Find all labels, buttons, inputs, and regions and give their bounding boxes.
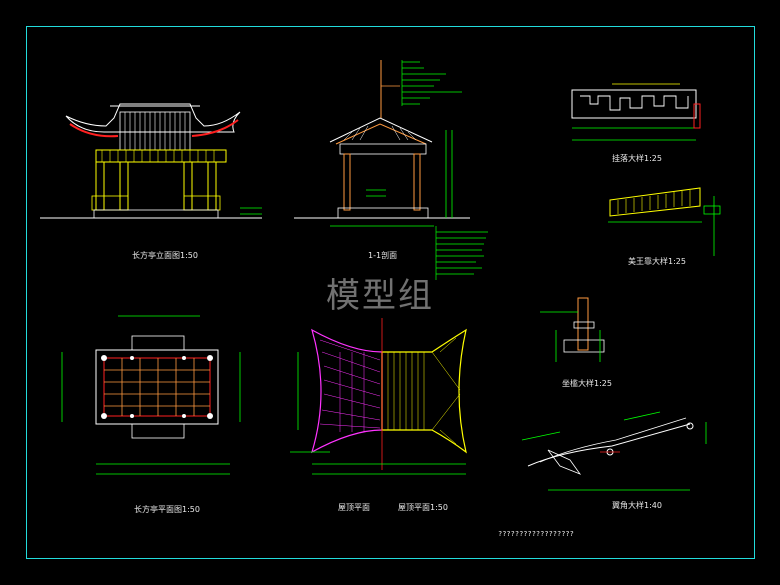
roof-plan-drawing xyxy=(290,318,467,475)
elevation-drawing xyxy=(40,103,262,219)
bottom-note: ?????????????????? xyxy=(498,530,574,538)
seat-detail-drawing xyxy=(540,297,605,362)
eave-detail-drawing xyxy=(521,411,707,491)
seat-detail-title: 坐槛大样1:25 xyxy=(562,379,612,388)
plan-drawing xyxy=(61,315,241,475)
railing-detail-drawing xyxy=(571,83,701,141)
roof-plan-scale-title: 屋顶平面1:50 xyxy=(398,503,448,512)
watermark-text: 模型组 xyxy=(326,276,434,316)
section-title: 1-1剖面 xyxy=(368,251,398,260)
roof-plan-title: 屋顶平面 xyxy=(338,503,370,512)
bench-detail-drawing xyxy=(608,187,721,256)
section-drawing xyxy=(294,60,488,280)
railing-detail-title: 挂落大样1:25 xyxy=(612,154,662,163)
drawing-frame xyxy=(26,26,755,559)
elevation-title: 长方亭立面图1:50 xyxy=(132,251,198,260)
eave-detail-title: 翼角大样1:40 xyxy=(612,501,662,510)
plan-title: 长方亭平面图1:50 xyxy=(134,505,200,514)
bench-detail-title: 美王靠大样1:25 xyxy=(628,257,686,266)
